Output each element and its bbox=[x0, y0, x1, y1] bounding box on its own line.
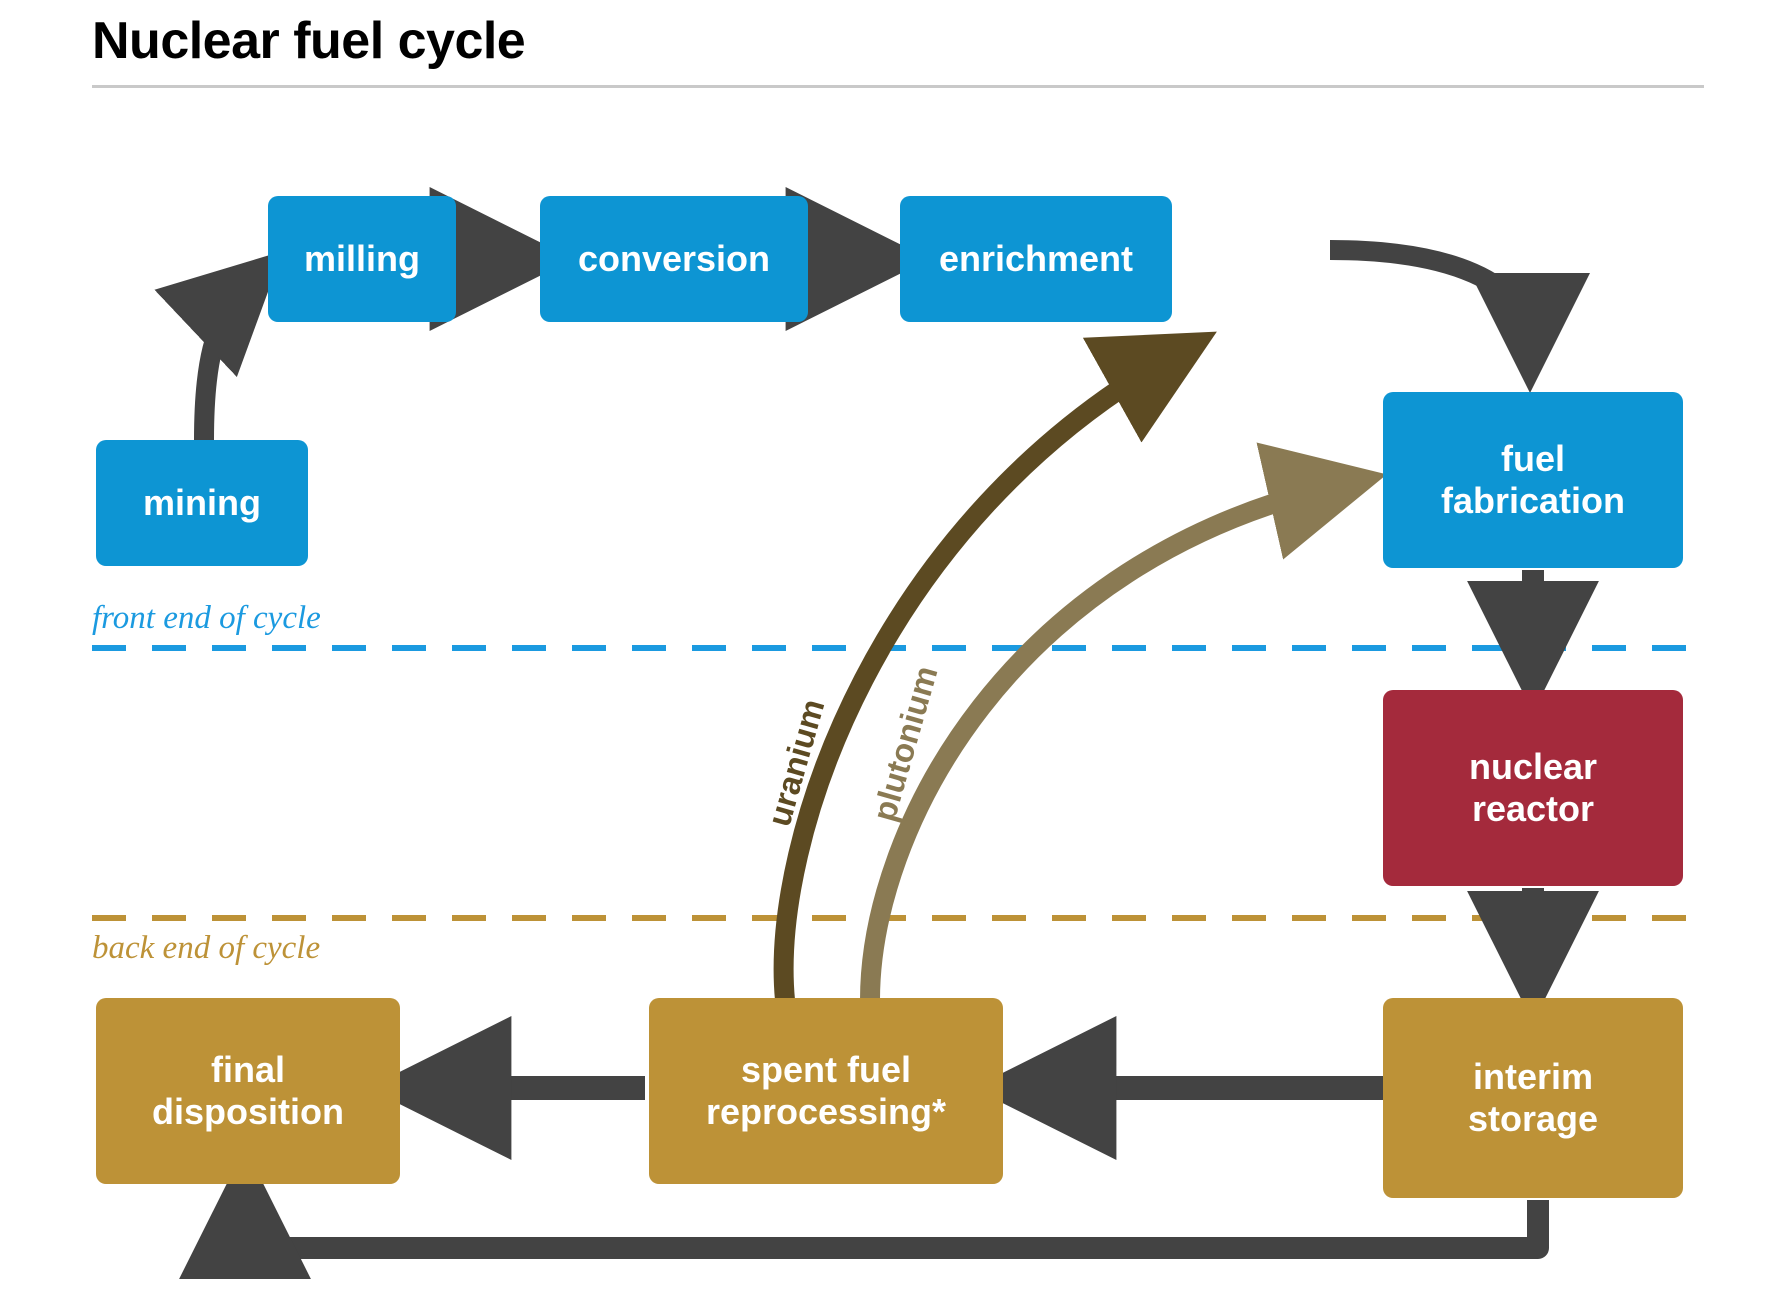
node-nuclear-reactor[interactable]: nuclear reactor bbox=[1383, 690, 1683, 886]
node-enrichment-label: enrichment bbox=[938, 237, 1134, 279]
node-fuel-fabrication-label-line2: fabrication bbox=[1440, 480, 1626, 521]
node-interim-storage-label-line2: storage bbox=[1467, 1098, 1599, 1139]
node-milling[interactable]: milling bbox=[268, 196, 456, 322]
uranium-flow-label: uranium bbox=[760, 694, 832, 831]
plutonium-flow-label: plutonium bbox=[865, 661, 945, 826]
node-final-disposition[interactable]: final disposition bbox=[96, 998, 400, 1184]
node-enrichment[interactable]: enrichment bbox=[900, 196, 1172, 322]
front-end-of-cycle-label: front end of cycle bbox=[92, 600, 321, 636]
node-conversion[interactable]: conversion bbox=[540, 196, 808, 322]
arrow-enrichment-to-fuel-fabrication bbox=[1329, 240, 1590, 393]
node-spent-fuel-reprocessing-label-line2: reprocessing* bbox=[705, 1091, 947, 1132]
node-mining-label: mining bbox=[143, 481, 261, 523]
arrow-interim-storage-to-final-disposition-loop bbox=[179, 1147, 1549, 1280]
page-title: Nuclear fuel cycle bbox=[92, 12, 526, 70]
node-milling-label: milling bbox=[304, 237, 420, 279]
node-interim-storage[interactable]: interim storage bbox=[1383, 998, 1683, 1198]
node-mining[interactable]: mining bbox=[96, 440, 308, 566]
node-nuclear-reactor-label-line2: reactor bbox=[1471, 788, 1595, 829]
arrow-uranium-to-enrichment bbox=[773, 331, 1217, 1001]
node-fuel-fabrication-label-line1: fuel bbox=[1500, 437, 1565, 479]
node-interim-storage-label-line1: interim bbox=[1472, 1055, 1594, 1097]
back-end-of-cycle-label: back end of cycle bbox=[92, 930, 321, 966]
node-final-disposition-label-line1: final bbox=[210, 1048, 285, 1090]
node-fuel-fabrication[interactable]: fuel fabrication bbox=[1383, 392, 1683, 568]
arrow-mining-to-milling bbox=[154, 251, 283, 441]
node-final-disposition-label-line2: disposition bbox=[152, 1091, 344, 1132]
arrow-plutonium-to-fuel-fabrication bbox=[860, 442, 1387, 1001]
node-spent-fuel-reprocessing[interactable]: spent fuel reprocessing* bbox=[649, 998, 1003, 1184]
node-spent-fuel-reprocessing-label-line1: spent fuel bbox=[740, 1048, 911, 1090]
title-block: Nuclear fuel cycle bbox=[92, 14, 1704, 88]
title-divider-rule bbox=[92, 84, 1704, 88]
node-conversion-label: conversion bbox=[577, 237, 771, 279]
node-nuclear-reactor-label-line1: nuclear bbox=[1468, 745, 1598, 787]
